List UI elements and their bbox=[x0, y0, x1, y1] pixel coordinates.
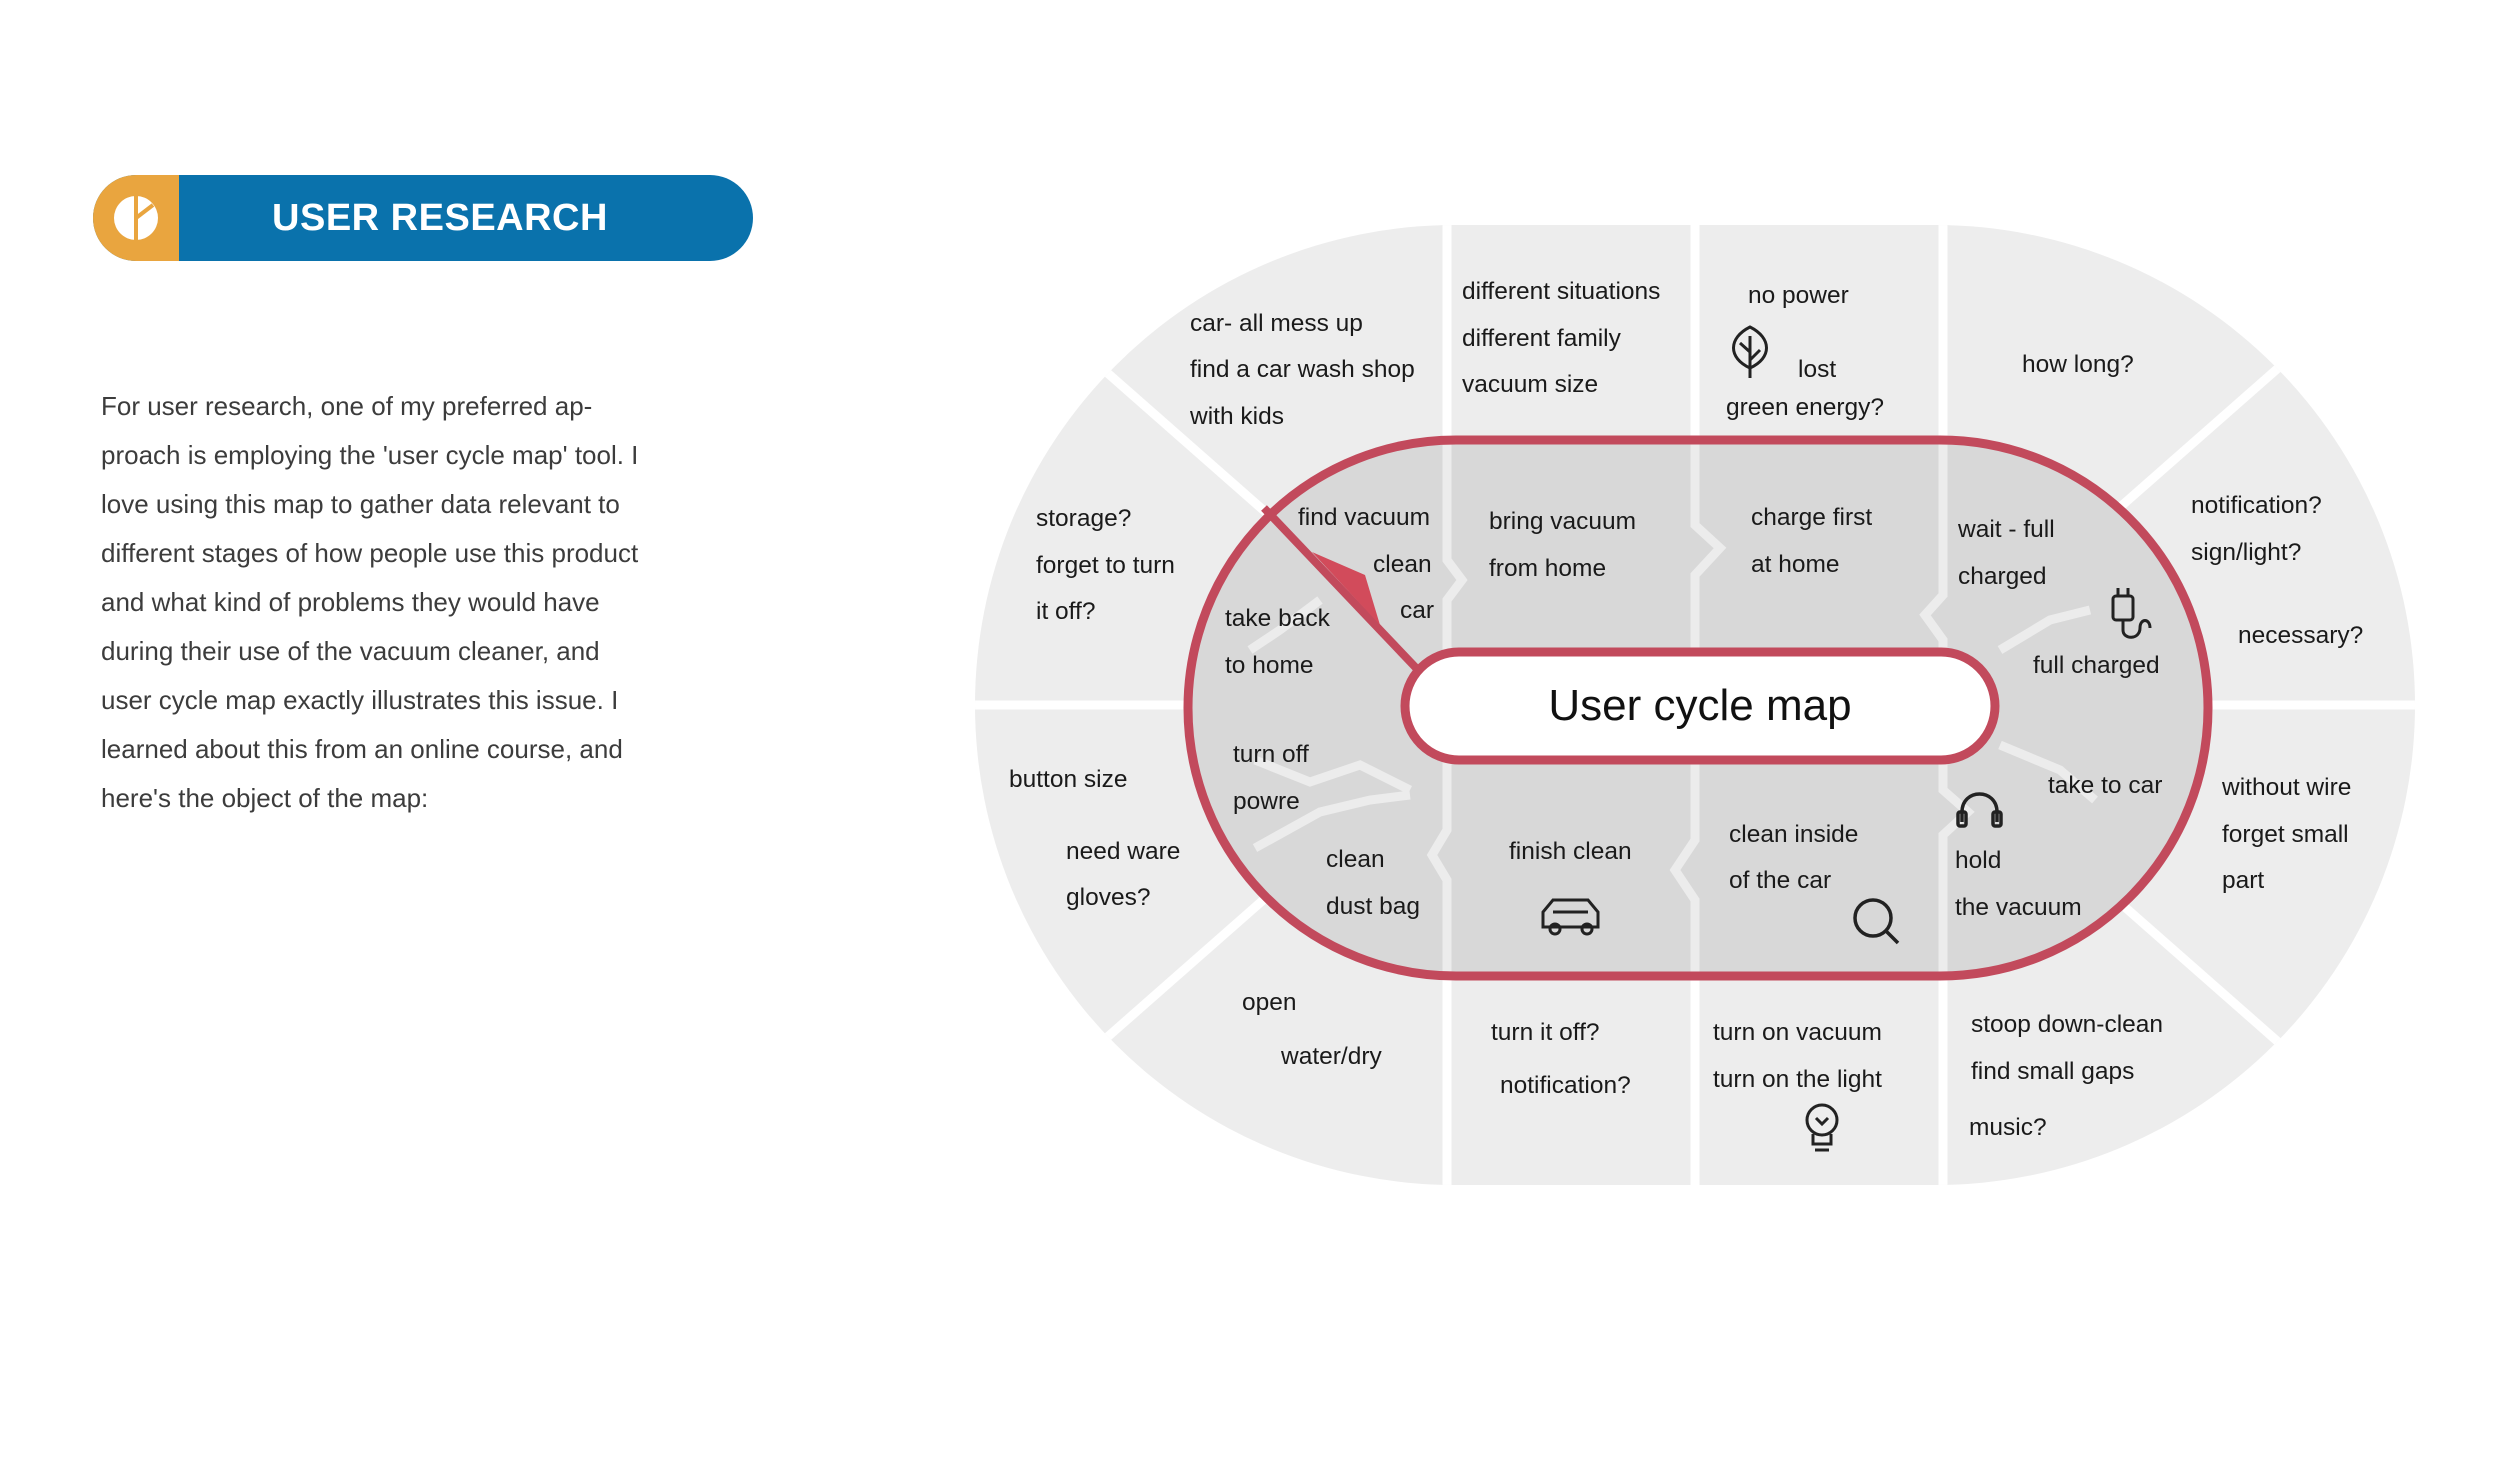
intro-paragraph: For user research, one of my preferred a… bbox=[101, 391, 639, 813]
inner-bottom-label: finish clean bbox=[1509, 838, 1632, 865]
section-header bbox=[93, 175, 753, 261]
inner-top-label: charge first at home bbox=[1751, 504, 1879, 578]
outer-right-label: without wire forget small part bbox=[2221, 774, 2358, 894]
outer-top-label: no power lost green energy? bbox=[1726, 282, 1884, 421]
inner-top-label: find vacuum clean car bbox=[1298, 504, 1438, 624]
inner-bottom-label: clean inside of the car bbox=[1729, 821, 1865, 894]
outer-top-label: how long? bbox=[2022, 351, 2134, 378]
leaf-icon bbox=[1732, 325, 1768, 378]
pie-chart-icon bbox=[93, 175, 179, 261]
inner-bottom-label: clean dust bag bbox=[1326, 846, 1420, 920]
outer-left-label: storage? forget to turn it off? bbox=[1036, 505, 1182, 625]
outer-bottom-label: stoop down-clean find small gaps music? bbox=[1969, 1011, 2170, 1141]
magnifier-icon bbox=[1853, 898, 1900, 945]
inner-top-label: bring vacuum from home bbox=[1489, 508, 1643, 582]
headphones-icon bbox=[1956, 792, 2003, 828]
car-icon bbox=[1541, 898, 1600, 936]
inner-bottom-label: take to car bbox=[2048, 772, 2162, 799]
outer-left-label: button size need ware gloves? bbox=[1009, 766, 1187, 911]
charger-plug-icon bbox=[2111, 588, 2152, 639]
inner-top-label: take back to home bbox=[1225, 605, 1337, 679]
inner-top-label: wait - full charged bbox=[1957, 516, 2061, 590]
outer-top-label: different situations different family va… bbox=[1462, 278, 1667, 398]
start-pointer bbox=[1261, 505, 1421, 673]
track-outline bbox=[1183, 435, 2213, 981]
outer-bottom-label: turn it off? notification? bbox=[1491, 1019, 1631, 1099]
inner-top-label: full charged bbox=[2033, 652, 2160, 679]
inner-bottom-label: hold the vacuum bbox=[1955, 847, 2082, 921]
center-label bbox=[1400, 647, 2000, 765]
outer-right-label: notification? sign/light? necessary? bbox=[2191, 492, 2363, 649]
outer-top-label: car- all mess up find a car wash shop wi… bbox=[1189, 310, 1422, 430]
inner-bottom-label: turn off powre bbox=[1233, 741, 1316, 815]
map-title: User cycle map bbox=[1548, 681, 1851, 730]
section-title: USER RESEARCH bbox=[272, 197, 608, 239]
start-flag bbox=[1312, 552, 1380, 625]
outer-bottom-label: turn on vacuum turn on the light bbox=[1713, 1019, 1889, 1093]
lightbulb-icon bbox=[1805, 1103, 1839, 1152]
outer-bottom-label: open water/dry bbox=[1242, 989, 1383, 1070]
